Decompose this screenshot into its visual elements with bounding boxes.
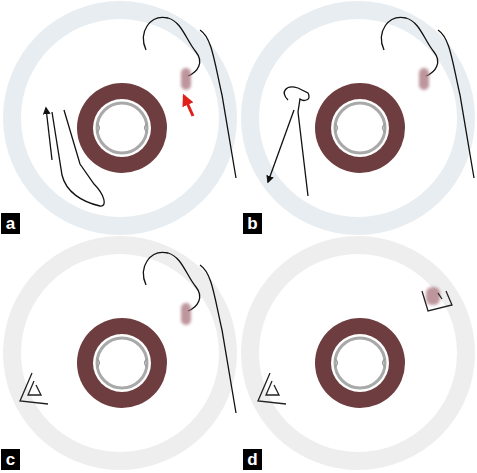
panel-letter: b [243, 213, 262, 234]
panel-letter: d [243, 449, 262, 470]
panel-letter: c [1, 449, 20, 470]
panel-letter: a [1, 213, 20, 234]
